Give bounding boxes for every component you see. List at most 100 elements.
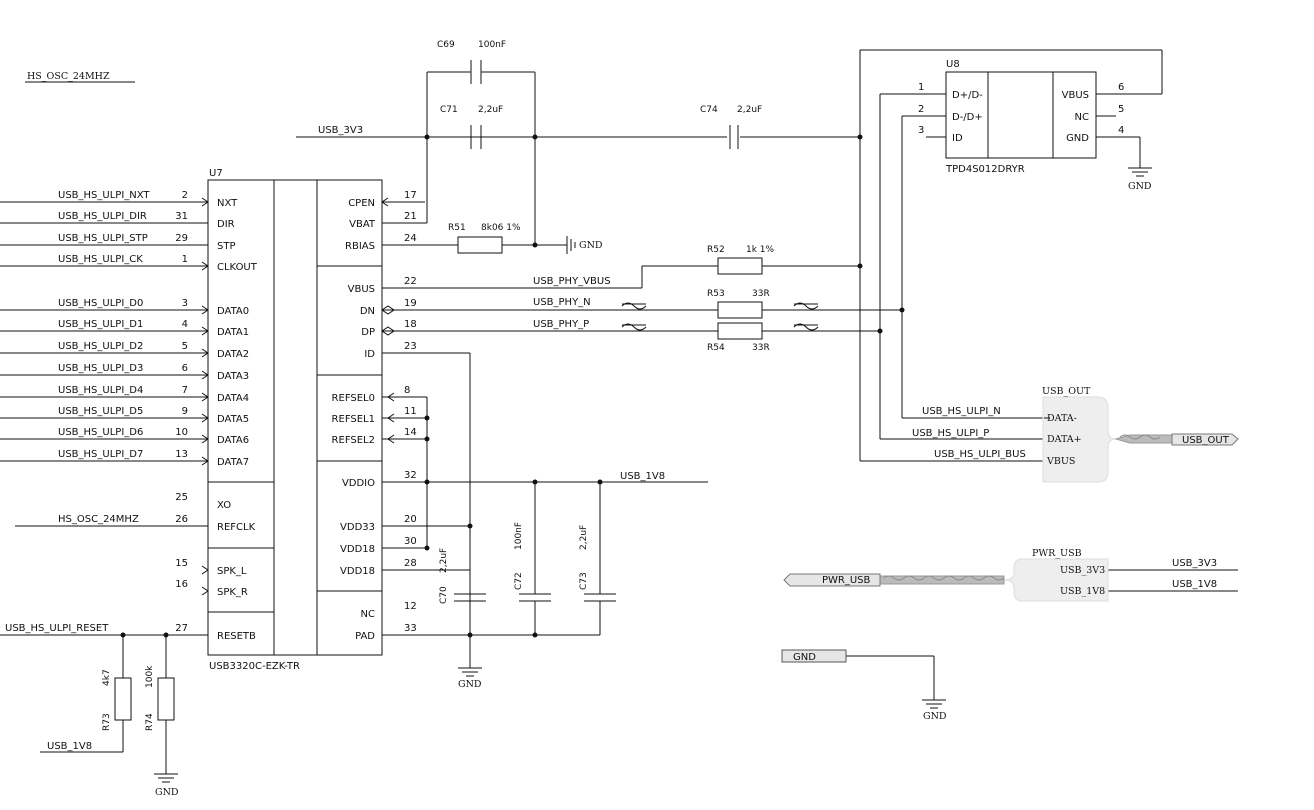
res-r53[interactable]: R53 33R — [707, 289, 770, 319]
u7-pin-num-29: 29 — [175, 233, 188, 244]
r52-value: 1k 1% — [746, 245, 775, 255]
cap-c69[interactable]: C69 100nF — [437, 40, 506, 84]
usb-out-port-label: USB_OUT — [1182, 435, 1230, 446]
c69-value: 100nF — [478, 40, 506, 50]
u7-pin-name-id-23: ID — [364, 349, 375, 360]
u7-pin-name-data5: DATA5 — [217, 414, 249, 425]
u8-pin-num-3: 3 — [918, 125, 924, 136]
u7-net-data6: USB_HS_ULPI_D6 — [58, 427, 143, 438]
cap-c70[interactable]: 2,2uF C70 — [439, 548, 486, 604]
u7-net-data0: USB_HS_ULPI_D0 — [58, 298, 143, 309]
c70-ref: C70 — [439, 586, 449, 604]
pwr-usb-pin-1v8: USB_1V8 — [1060, 586, 1105, 597]
net-pwr-1v8: USB_1V8 — [1172, 579, 1217, 590]
r73-value: 4k7 — [102, 669, 112, 686]
r53-ref: R53 — [707, 289, 725, 299]
res-r52[interactable]: R52 1k 1% — [707, 245, 775, 275]
u8-pin-num-4: 4 — [1118, 125, 1124, 136]
u7-net-data5: USB_HS_ULPI_D5 — [58, 406, 143, 417]
res-r73[interactable]: 4k7 R73 — [102, 669, 132, 731]
gnd-u8-label: GND — [1128, 181, 1152, 192]
u7-net-data4: USB_HS_ULPI_D4 — [58, 385, 143, 396]
usb-out-harness[interactable]: USB_OUT DATA- DATA+ VBUS USB_OUT — [1042, 386, 1239, 483]
r54-value: 33R — [752, 343, 770, 353]
u7-pin-name-dp-18: DP — [361, 327, 375, 338]
r51-ref: R51 — [448, 223, 466, 233]
net-phy-p: USB_PHY_P — [533, 319, 589, 330]
c70-value: 2,2uF — [439, 548, 449, 573]
u7-pin-num-12: 12 — [404, 601, 417, 612]
u7-pin-num-15: 15 — [175, 558, 188, 569]
u7-pin-name-resetb: RESETB — [217, 631, 256, 642]
u7-pin-num-14: 14 — [404, 427, 417, 438]
res-r74[interactable]: 100k R74 — [145, 665, 175, 731]
gnd-u8: GND — [1128, 167, 1152, 192]
c71-value: 2,2uF — [478, 105, 503, 115]
u7-pin-name-xo: XO — [217, 500, 231, 511]
net-usb-1v8: USB_1V8 — [620, 471, 665, 482]
gnd-port[interactable]: GND — [781, 649, 847, 663]
u7-pin-name-stp: STP — [217, 241, 236, 252]
c73-value: 2,2uF — [579, 525, 589, 550]
r54-ref: R54 — [707, 343, 725, 353]
u7-pin-num-27: 27 — [175, 623, 188, 634]
u7-chip[interactable]: U7 USB3320C-EZK-TR NXT2USB_HS_ULPI_NXTDI… — [5, 168, 417, 672]
u7-pin-num-3: 3 — [182, 298, 188, 309]
u7-pin-num-19: 19 — [404, 298, 417, 309]
u8-pin-name-nc: NC — [1075, 112, 1089, 123]
gnd-r74-label: GND — [155, 787, 179, 798]
c72-value: 100nF — [514, 522, 524, 550]
u7-pin-name-rbias-24: RBIAS — [345, 241, 375, 252]
u7-pin-name-data0: DATA0 — [217, 306, 249, 317]
net-usb-1v8-reset: USB_1V8 — [47, 741, 92, 752]
cap-c71[interactable]: C71 2,2uF — [427, 105, 503, 149]
net-phy-n: USB_PHY_N — [533, 297, 591, 308]
net-hs-osc-top: HS_OSC_24MHZ — [27, 71, 110, 82]
u7-pin-name-cpen-17: CPEN — [348, 198, 375, 209]
u7-pin-name-clkout: CLKOUT — [217, 262, 258, 273]
u7-pin-num-21: 21 — [404, 211, 417, 222]
u7-pin-name-data2: DATA2 — [217, 349, 249, 360]
junction-dots — [120, 134, 905, 638]
gnd-caps: GND — [458, 667, 482, 690]
u7-pin-num-16: 16 — [175, 579, 188, 590]
u7-pin-num-5: 5 — [182, 341, 188, 352]
u8-ref: U8 — [946, 59, 960, 70]
u7-pin-num-26: 26 — [175, 514, 188, 525]
u7-pin-num-32: 32 — [404, 470, 417, 481]
pwr-usb-port-label: PWR_USB — [822, 575, 871, 586]
u7-pin-name-vbat-21: VBAT — [349, 219, 376, 230]
u7-pin-name-refsel1-11: REFSEL1 — [332, 414, 375, 425]
u8-pin-num-1: 1 — [918, 82, 924, 93]
cap-c73[interactable]: 2,2uF C73 — [579, 525, 616, 602]
u7-pin-num-13: 13 — [175, 449, 188, 460]
gnd-r74: GND — [154, 773, 179, 798]
diff-pair-marks — [621, 302, 819, 331]
cap-c74[interactable]: C74 2,2uF — [700, 105, 762, 149]
r73-ref: R73 — [102, 713, 112, 731]
u8-pin-name-2: ID — [952, 133, 963, 144]
gnd-rbias: GND — [566, 236, 603, 254]
u7-net-stp: USB_HS_ULPI_STP — [58, 233, 148, 244]
u7-net-dir: USB_HS_ULPI_DIR — [58, 211, 147, 222]
u7-pin-num-24: 24 — [404, 233, 417, 244]
net-pwr-3v3: USB_3V3 — [1172, 558, 1217, 569]
u8-pin-name-1: D-/D+ — [952, 112, 983, 123]
res-r54[interactable]: R54 33R — [707, 322, 770, 353]
res-r51[interactable]: R51 8k06 1% — [448, 223, 521, 254]
r51-value: 8k06 1% — [481, 223, 521, 233]
cap-c72[interactable]: 100nF C72 — [514, 522, 551, 602]
u7-pin-name-data3: DATA3 — [217, 371, 249, 382]
net-ulpi-bus: USB_HS_ULPI_BUS — [934, 449, 1026, 460]
u7-part: USB3320C-EZK-TR — [209, 661, 300, 672]
u7-pin-num-11: 11 — [404, 406, 417, 417]
c69-ref: C69 — [437, 40, 455, 50]
pwr-usb-harness[interactable]: PWR_USB USB_3V3 USB_1V8 PWR_USB — [783, 548, 1109, 602]
u7-ref: U7 — [209, 168, 223, 179]
r53-value: 33R — [752, 289, 770, 299]
u7-pin-num-31: 31 — [175, 211, 188, 222]
u8-pin-name-gnd: GND — [1066, 133, 1089, 144]
